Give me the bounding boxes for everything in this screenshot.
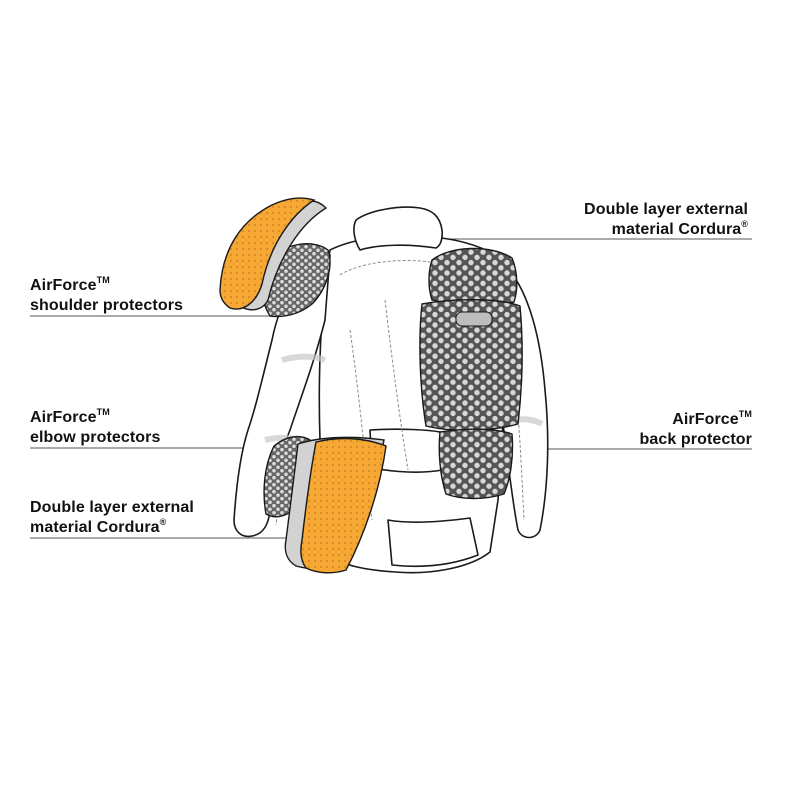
callout-elbow-line2: elbow protectors (30, 429, 161, 446)
callout-cordura-bottom-line2: material Cordura (30, 519, 160, 536)
shoulder-orange-protector (219, 197, 316, 310)
trademark-mark: TM (738, 409, 752, 419)
callout-back-line2: back protector (639, 431, 752, 448)
callout-cordura-bottom: Double layer external material Cordura® (30, 498, 194, 538)
registered-mark: ® (159, 517, 167, 527)
callout-cordura-top-line2: material Cordura (611, 221, 742, 238)
elbow-orange-protector (300, 437, 387, 574)
registered-mark: ® (741, 219, 748, 229)
callout-shoulder-line1: AirForce (30, 277, 97, 294)
trademark-mark: TM (96, 407, 110, 417)
callout-cordura-top-line1: Double layer external (584, 201, 748, 218)
callout-shoulder-line2: shoulder protectors (30, 297, 184, 314)
callout-cordura-bottom-line1: Double layer external (30, 499, 194, 516)
callout-back: AirForceTM back protector (639, 410, 752, 450)
callout-elbow-line1: AirForce (30, 409, 97, 426)
back-protector-logo (455, 311, 493, 327)
callout-shoulder: AirForceTM shoulder protectors (30, 276, 183, 316)
callout-elbow: AirForceTM elbow protectors (30, 408, 161, 448)
back-protector (419, 247, 523, 500)
callout-cordura-top: Double layer external material Cordura® (584, 200, 748, 240)
trademark-mark: TM (96, 275, 110, 285)
callout-back-line1: AirForce (672, 411, 739, 428)
